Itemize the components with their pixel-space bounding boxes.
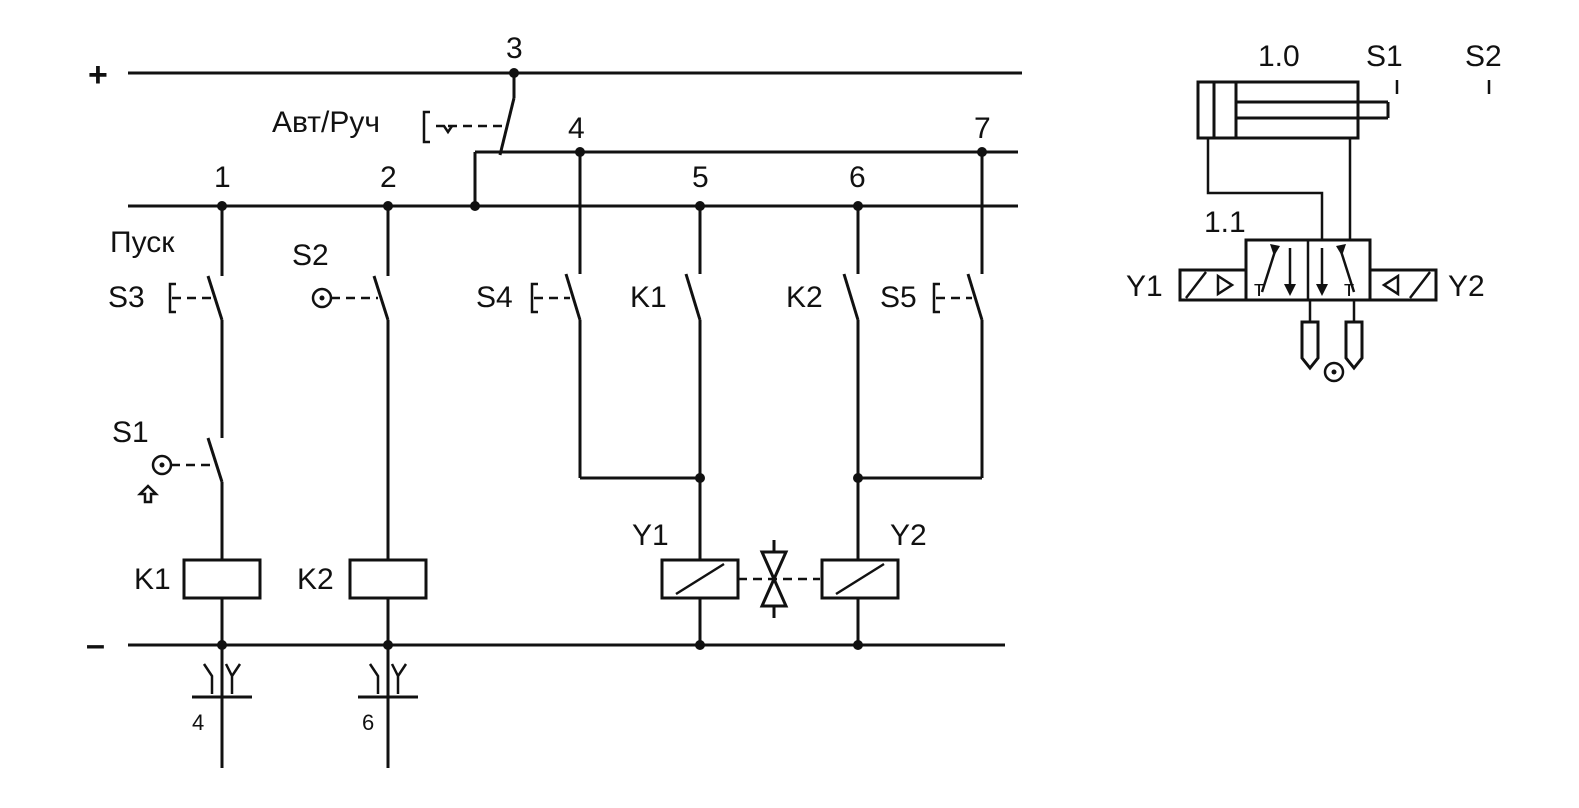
branch-1: Пуск S3 S1 K1 4 [108,206,262,768]
solenoid-y2 [820,558,900,600]
valve-y1-label: Y1 [1126,270,1163,303]
k1-contact-label: K1 [630,281,667,314]
s4-label: S4 [476,281,513,314]
branch-2: S2 K2 6 [292,206,428,768]
relay-k2-label: K2 [297,563,334,596]
s2-label: S2 [292,239,329,272]
node-3: 3 [506,32,523,65]
branch-5: K1 Y1 [630,206,740,645]
branch-7: S5 [858,152,984,480]
branch-4: S4 [476,152,700,480]
cylinder [1196,80,1360,140]
power-rails: + – [86,56,1022,664]
sensor-s2-label: S2 [1465,40,1502,73]
k1-contact-ref: 4 [192,710,204,735]
pneumatic-schematic: 1.0 S1 S2 1.1 т т Y1 [1126,40,1502,383]
solenoid-y1-label: Y1 [632,519,669,552]
selector-label: Авт/Руч [272,106,380,139]
s5-label: S5 [880,281,917,314]
k2-contact-ref: 6 [362,710,374,735]
relay-k2-coil [348,558,428,600]
node-5: 5 [692,161,709,194]
valve-y2-label: Y2 [1448,270,1485,303]
start-label: Пуск [110,226,175,259]
cylinder-label: 1.0 [1258,40,1300,73]
node-numbers: 1 2 3 4 5 6 7 [214,32,991,194]
node-7: 7 [974,112,991,145]
s1-label: S1 [112,416,149,449]
valve-label: 1.1 [1204,206,1246,239]
s3-label: S3 [108,281,145,314]
node-2: 2 [380,161,397,194]
roller-arrow-icon [136,484,160,504]
minus-rail-label: – [86,626,105,664]
node-4: 4 [568,112,585,145]
svg-text:т: т [1254,276,1264,301]
selector-switch: Авт/Руч [272,73,522,206]
node-6: 6 [849,161,866,194]
node-1: 1 [214,161,231,194]
relay-k1-label: K1 [134,563,171,596]
svg-text:т: т [1344,276,1354,301]
k2-contact-label: K2 [786,281,823,314]
solenoid-y2-label: Y2 [890,519,927,552]
sensor-s1-label: S1 [1366,40,1403,73]
valve-symbol [738,540,820,618]
relay-k1-coil [182,558,262,600]
branch-6: K2 Y2 [786,206,927,645]
plus-rail-label: + [88,56,108,94]
